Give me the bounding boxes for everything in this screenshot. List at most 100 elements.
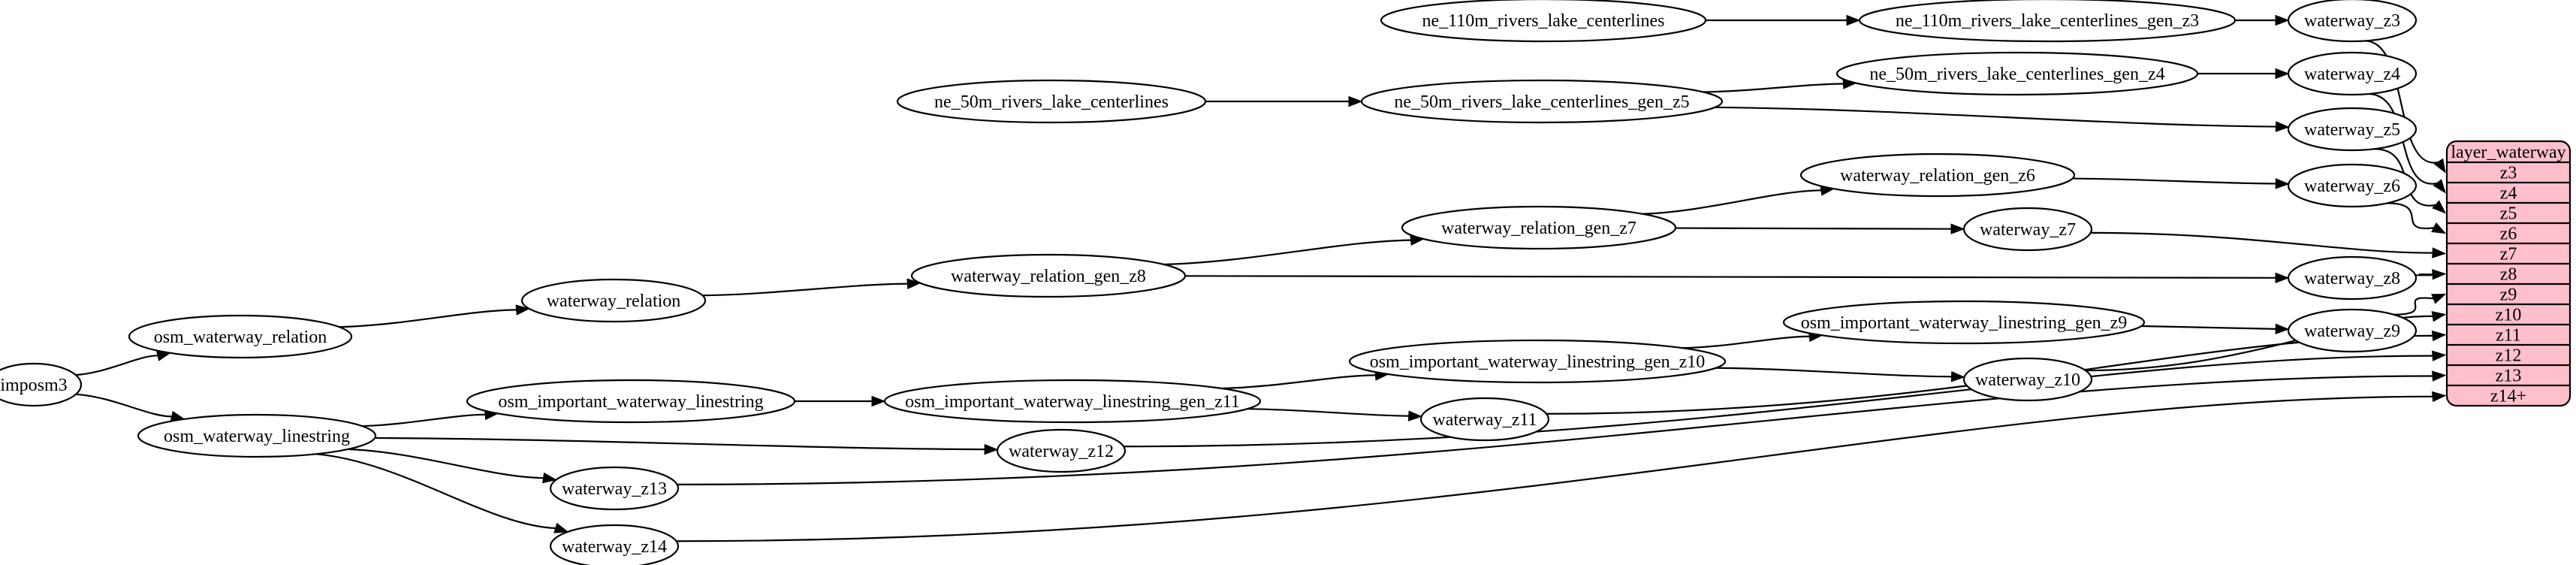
edge: [1124, 350, 2447, 448]
edge: [1642, 185, 1835, 215]
graph-node[interactable]: osm_waterway_relation: [128, 314, 353, 359]
graph-node[interactable]: ne_50m_rivers_lake_centerlines_gen_z5: [1360, 79, 1724, 124]
graph-node[interactable]: ne_110m_rivers_lake_centerlines: [1380, 0, 1707, 43]
layer-table-row-z12[interactable]: z12: [2496, 346, 2522, 366]
node-label: waterway_z5: [2304, 120, 2400, 140]
graph-node[interactable]: ne_50m_rivers_lake_centerlines_gen_z4: [1835, 51, 2199, 96]
node-label: osm_waterway_linestring: [164, 427, 350, 446]
edge: [2197, 68, 2290, 80]
edge: [676, 391, 2447, 542]
node-label: ne_110m_rivers_lake_centerlines_gen_z3: [1896, 11, 2199, 31]
node-label: ne_110m_rivers_lake_centerlines: [1422, 11, 1665, 31]
edge: [2365, 40, 2446, 174]
node-label: waterway_z14: [562, 537, 667, 557]
layer-table-row-z5[interactable]: z5: [2500, 204, 2517, 224]
graph-node[interactable]: osm_important_waterway_linestring_gen_z1…: [883, 379, 1262, 424]
edge: [2090, 231, 2447, 258]
edge: [1706, 14, 1861, 26]
graph-node[interactable]: waterway_relation_gen_z7: [1401, 205, 1677, 250]
graph-node[interactable]: osm_waterway_linestring: [137, 413, 377, 458]
node-label: osm_important_waterway_linestring_gen_z9: [1801, 313, 2128, 333]
node-label: imposm3: [0, 376, 67, 395]
layer-table-row-z9[interactable]: z9: [2500, 286, 2517, 305]
edge: [795, 395, 886, 407]
graph-node[interactable]: ne_110m_rivers_lake_centerlines_gen_z3: [1858, 0, 2237, 43]
edge: [1247, 408, 1423, 421]
node-layer: imposm3 osm_waterway_relation osm_waterway…: [0, 0, 2418, 565]
node-label: waterway_z12: [1009, 442, 1114, 461]
layer-table-row-z7[interactable]: z7: [2500, 245, 2517, 264]
edge: [362, 409, 499, 428]
node-label: waterway_z13: [562, 479, 667, 499]
graph-node[interactable]: waterway_relation: [520, 278, 707, 323]
graph-node[interactable]: waterway_z12: [996, 428, 1127, 473]
layer-table-row-z10[interactable]: z10: [2496, 306, 2522, 325]
layer-table-title: layer_waterway: [2451, 143, 2565, 162]
graph-node[interactable]: waterway_relation_gen_z8: [910, 253, 1187, 298]
node-label: osm_waterway_relation: [154, 328, 327, 347]
edge-layer: [75, 14, 2447, 542]
node-label: ne_50m_rivers_lake_centerlines_gen_z5: [1394, 92, 1689, 112]
node-label: waterway_z9: [2304, 322, 2400, 341]
graph-node[interactable]: osm_important_waterway_linestring: [466, 379, 796, 424]
edge: [2415, 269, 2447, 280]
edge: [339, 304, 530, 328]
graph-node[interactable]: waterway_z10: [1962, 357, 2093, 402]
edge: [1163, 234, 1425, 266]
graph-node[interactable]: osm_important_waterway_linestring_gen_z9: [1782, 300, 2146, 345]
node-label: osm_important_waterway_linestring_gen_z1…: [905, 392, 1240, 412]
graph-node[interactable]: waterway_z4: [2287, 51, 2418, 96]
edge: [1682, 331, 1823, 349]
layer-table-row-z14+[interactable]: z14+: [2490, 387, 2526, 406]
layer-table-row-z8[interactable]: z8: [2500, 265, 2517, 285]
node-label: waterway_relation_gen_z8: [951, 267, 1146, 286]
node-label: ne_50m_rivers_lake_centerlines: [934, 92, 1169, 112]
edge: [2235, 14, 2290, 26]
layer-table-row-z3[interactable]: z3: [2500, 164, 2517, 183]
graph-node[interactable]: imposm3: [0, 362, 83, 407]
edge: [2387, 202, 2447, 234]
graph-node[interactable]: waterway_z6: [2287, 163, 2418, 208]
node-label: osm_important_waterway_linestring: [498, 392, 763, 412]
edge: [315, 453, 569, 533]
edge: [1703, 78, 1857, 93]
layer-table[interactable]: layer_waterway z3z4z5z6z7z8z9z10z11z12z13…: [2445, 140, 2571, 407]
node-label: waterway_z10: [1975, 370, 2080, 390]
node-label: osm_important_waterway_linestring_gen_z1…: [1370, 352, 1706, 372]
node-label: waterway_z4: [2304, 65, 2400, 84]
graph-node[interactable]: waterway_z11: [1419, 397, 1550, 442]
node-label: ne_50m_rivers_lake_centerlines_gen_z4: [1869, 65, 2164, 84]
graph-node[interactable]: waterway_relation_gen_z6: [1799, 153, 2076, 198]
layer-table-row-z6[interactable]: z6: [2500, 225, 2517, 244]
edge: [1715, 106, 2290, 132]
edge: [75, 350, 172, 376]
edge: [1205, 95, 1363, 107]
edge: [1715, 367, 1965, 382]
node-label: waterway_relation_gen_z7: [1441, 219, 1636, 238]
node-label: waterway_z3: [2304, 11, 2400, 31]
graph-node[interactable]: ne_50m_rivers_lake_centerlines: [896, 79, 1207, 124]
edge: [2394, 293, 2447, 316]
layer-table-row-z11[interactable]: z11: [2496, 326, 2521, 346]
node-label: waterway_relation: [547, 292, 681, 311]
edge: [702, 278, 922, 297]
graph-node[interactable]: waterway_z14: [549, 524, 680, 565]
edge: [348, 448, 557, 484]
graph-node[interactable]: waterway_z7: [1962, 207, 2093, 252]
node-label: waterway_z6: [2304, 177, 2400, 196]
graph-node[interactable]: waterway_z13: [549, 466, 680, 511]
edge: [1221, 370, 1389, 390]
node-label: waterway_relation_gen_z6: [1840, 166, 2035, 186]
graph-node[interactable]: waterway_z9: [2287, 308, 2418, 353]
edge: [1184, 272, 2290, 284]
node-label: waterway_z7: [1980, 220, 2076, 240]
layer-table-row-z4[interactable]: z4: [2500, 184, 2517, 204]
layer-table-row-z13[interactable]: z13: [2496, 367, 2522, 386]
edge: [2141, 323, 2290, 335]
graph-node[interactable]: waterway_z5: [2287, 107, 2418, 152]
node-label: waterway_z8: [2304, 269, 2400, 289]
graph-node[interactable]: waterway_z8: [2287, 255, 2418, 301]
graph-node[interactable]: osm_important_waterway_linestring_gen_z1…: [1348, 339, 1727, 384]
graph-node[interactable]: waterway_z3: [2287, 0, 2418, 43]
